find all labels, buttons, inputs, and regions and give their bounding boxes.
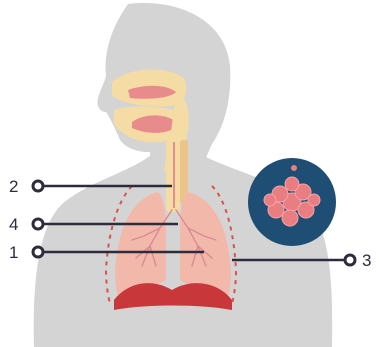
callout-marker-2 bbox=[33, 181, 43, 191]
callout-marker-1 bbox=[33, 247, 43, 257]
callout-label-4: 4 bbox=[9, 215, 18, 234]
alveolus bbox=[308, 194, 320, 206]
alveoli-inset bbox=[248, 158, 336, 246]
alveoli-highlight bbox=[291, 165, 297, 171]
callout-label-1: 1 bbox=[9, 243, 18, 262]
callout-label-3: 3 bbox=[362, 251, 371, 270]
alveolus bbox=[285, 177, 299, 191]
callout-marker-4 bbox=[33, 219, 43, 229]
alveolus bbox=[264, 194, 276, 206]
callout-marker-3 bbox=[345, 255, 355, 265]
alveolus bbox=[282, 210, 298, 226]
callout-label-2: 2 bbox=[9, 177, 18, 196]
